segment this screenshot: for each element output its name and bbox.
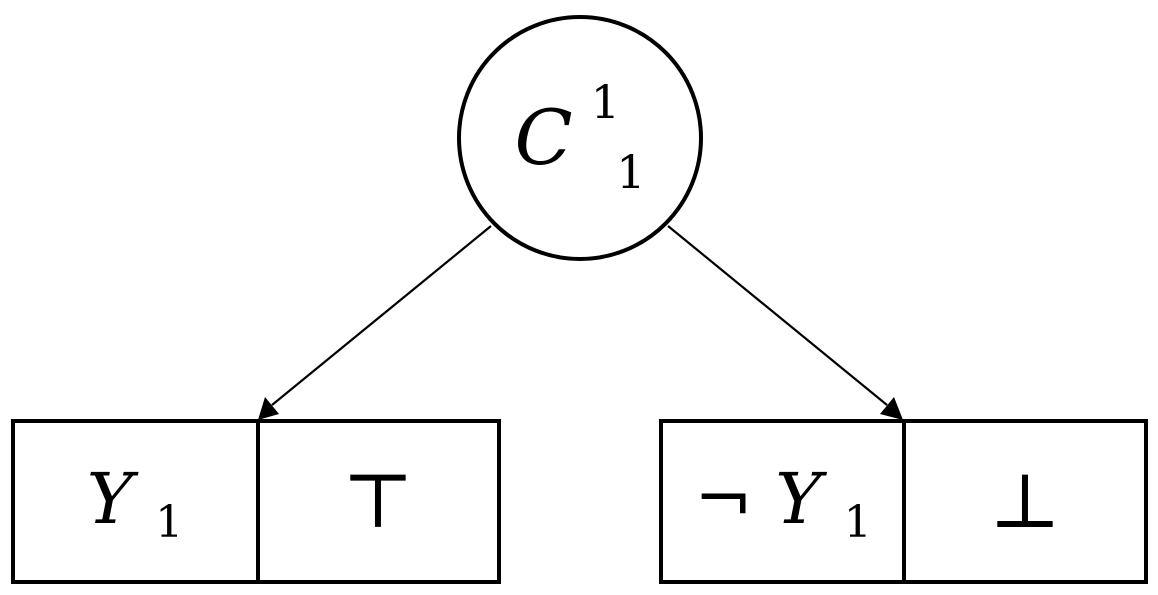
edge-right — [667, 225, 903, 420]
right-literal-label: ¬ Y 1 — [694, 458, 871, 548]
right-negation: ¬ — [694, 458, 753, 540]
root-node: C 1 1 — [457, 15, 703, 261]
left-value-cell — [256, 419, 501, 584]
left-leaf: Y 1 ⊤ — [11, 419, 501, 584]
right-leaf: ¬ Y 1 ⊥ — [659, 419, 1148, 584]
root-symbol: C — [514, 93, 572, 182]
bottom-symbol: ⊥ — [989, 456, 1060, 545]
root-node-label: C 1 1 — [514, 47, 645, 199]
arrowhead-left — [258, 397, 279, 420]
right-literal-symbol: Y — [775, 458, 827, 540]
top-symbol: ⊤ — [342, 456, 413, 545]
arrowhead-right — [880, 397, 903, 420]
left-literal-cell — [11, 419, 260, 584]
root-superscript: 1 — [591, 75, 620, 129]
right-value-cell — [902, 419, 1148, 584]
right-literal-cell — [659, 419, 906, 584]
right-literal-subscript: 1 — [844, 497, 872, 548]
left-literal-label: Y 1 — [87, 458, 183, 548]
left-literal-subscript: 1 — [155, 497, 183, 548]
left-literal-symbol: Y — [87, 458, 139, 540]
root-node-circle — [457, 15, 703, 261]
root-subscript: 1 — [616, 145, 645, 199]
edge-left — [258, 225, 492, 420]
